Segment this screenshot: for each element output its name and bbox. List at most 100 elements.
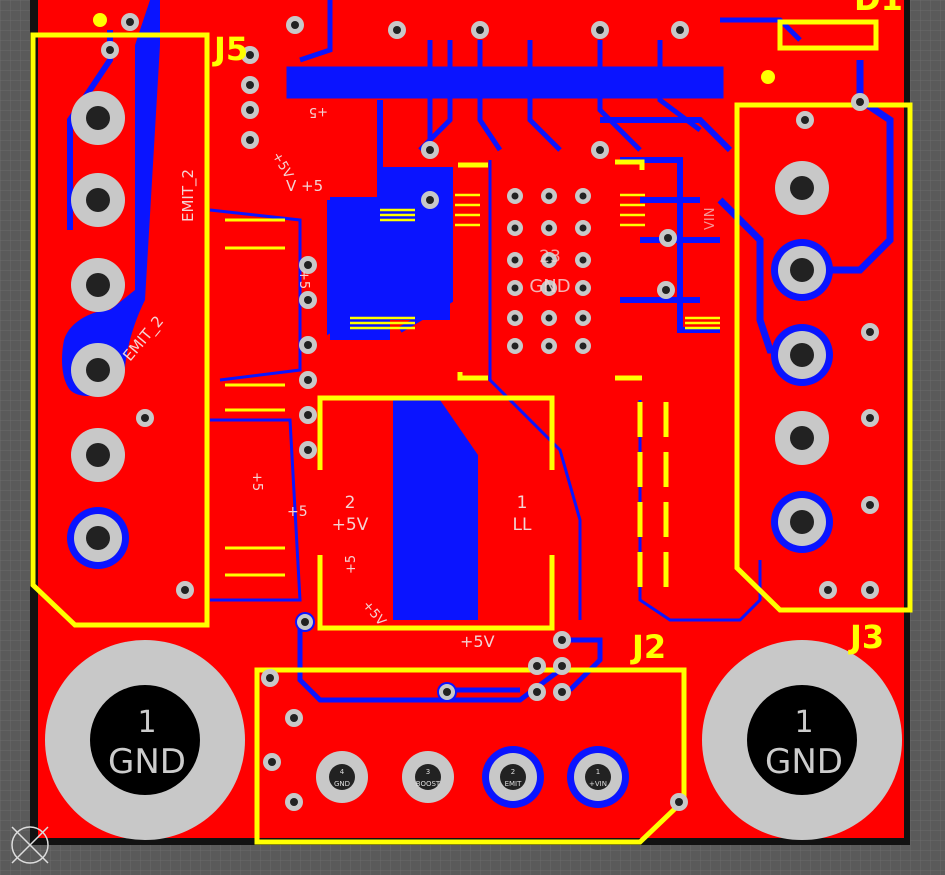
thermal-via — [541, 252, 557, 268]
net-label-v5-left-b: +5 — [287, 504, 308, 520]
bottom-connector-pad-3-number: 3 — [426, 768, 430, 776]
bottom-copper-inductor-region — [393, 400, 478, 620]
mounting-hole-left-pin: 1 — [137, 705, 156, 740]
silk-outline-d1 — [777, 19, 879, 51]
bottom-connector-pad-2-net: EMIT — [505, 780, 523, 788]
via — [591, 21, 609, 39]
chip-thermal-vias — [507, 188, 591, 354]
bottom-copper-trace-chip-right — [600, 117, 733, 333]
net-label-emit-upper: EMIT_2 — [179, 169, 198, 222]
j3-pad — [771, 491, 833, 553]
silkscreen-layer — [30, 19, 913, 845]
bottom-connector-pad-1: 1 +VIN — [567, 746, 629, 808]
silk-outline-j5 — [30, 32, 210, 628]
via — [241, 76, 259, 94]
via — [299, 441, 317, 459]
net-label-v5-bottom: +5V — [460, 632, 495, 651]
thermal-via — [575, 252, 591, 268]
bottom-copper-layer — [62, 0, 894, 703]
via — [121, 13, 139, 31]
chip-pin-number: 23 — [539, 247, 561, 267]
thermal-via — [575, 280, 591, 296]
j3-pad — [775, 161, 829, 215]
via — [861, 581, 879, 599]
via — [657, 281, 675, 299]
via — [176, 581, 194, 599]
net-label-v5-middle: +5 — [344, 555, 359, 574]
copper-outline-left-pour — [209, 208, 302, 382]
via — [261, 669, 279, 687]
via — [285, 709, 303, 727]
via — [437, 682, 457, 702]
via — [241, 46, 259, 64]
bottom-connector-pad-3: 3 BOOST — [402, 751, 454, 803]
via — [295, 612, 315, 632]
silk-outline-inductor-left — [317, 395, 555, 470]
via — [299, 336, 317, 354]
bottom-copper-region-left — [62, 0, 160, 396]
pin1-marker-dot — [93, 13, 107, 27]
mounting-hole-right-pin: 1 — [794, 705, 813, 740]
thermal-via — [507, 220, 523, 236]
thermal-via — [575, 338, 591, 354]
net-label-v5-side: +5 — [296, 270, 311, 289]
copper-outline-inductor — [210, 418, 302, 602]
bottom-copper-trace-bottom-2 — [560, 637, 603, 692]
thermal-via — [541, 310, 557, 326]
inductor-pin2-number: 2 — [345, 493, 356, 513]
silk-outline-bottom-connector — [254, 667, 687, 845]
thermal-via — [507, 188, 523, 204]
thermal-via — [507, 252, 523, 268]
thermal-via — [507, 310, 523, 326]
bottom-connector-pad-3-net: BOOST — [416, 780, 441, 788]
via — [263, 753, 281, 771]
thermal-via — [541, 220, 557, 236]
silk-left-parts — [225, 218, 285, 577]
net-label-vin-right: VIN — [703, 208, 718, 230]
via — [286, 16, 304, 34]
via — [528, 683, 546, 701]
via — [659, 229, 677, 247]
bottom-connector-pads: 4 GND 3 BOOST 2 EMIT 1 +VIN — [316, 746, 629, 808]
bottom-connector-pad-4-number: 4 — [340, 768, 345, 776]
thermal-via — [507, 280, 523, 296]
j5-pads — [67, 91, 129, 569]
via — [528, 657, 546, 675]
j3-pads — [771, 161, 833, 553]
via — [388, 21, 406, 39]
via — [136, 409, 154, 427]
via — [241, 101, 259, 119]
j3-pad — [771, 239, 833, 301]
j5-pad — [71, 343, 125, 397]
thermal-via — [575, 310, 591, 326]
via — [796, 111, 814, 129]
via — [670, 793, 688, 811]
net-label-v5-upper-c: +5 — [309, 104, 328, 119]
via — [861, 409, 879, 427]
via — [299, 291, 317, 309]
via — [241, 131, 259, 149]
via — [285, 793, 303, 811]
via — [553, 683, 571, 701]
inductor-pin1-net: LL — [513, 515, 532, 535]
designator-d1-partial: D1 — [854, 0, 903, 18]
j5-pad — [67, 507, 129, 569]
bottom-connector-pad-4: 4 GND — [316, 751, 368, 803]
via — [553, 631, 571, 649]
bottom-copper-chip-left-block-2 — [330, 200, 390, 340]
net-label-v5-upper-a: V +5 — [286, 177, 323, 195]
chip-pads — [350, 193, 720, 330]
designator-j3: J3 — [848, 618, 884, 656]
j5-pad — [71, 258, 125, 312]
thermal-via — [541, 188, 557, 204]
vias — [101, 13, 879, 811]
designator-j2: J2 — [630, 628, 666, 666]
via — [299, 371, 317, 389]
via — [819, 581, 837, 599]
origin-marker-icon — [11, 826, 49, 864]
j5-pad — [71, 173, 125, 227]
mounting-hole-left: 1 GND — [45, 640, 245, 840]
thermal-via — [541, 338, 557, 354]
j5-pad — [71, 428, 125, 482]
bottom-connector-pad-2: 2 EMIT — [482, 746, 544, 808]
